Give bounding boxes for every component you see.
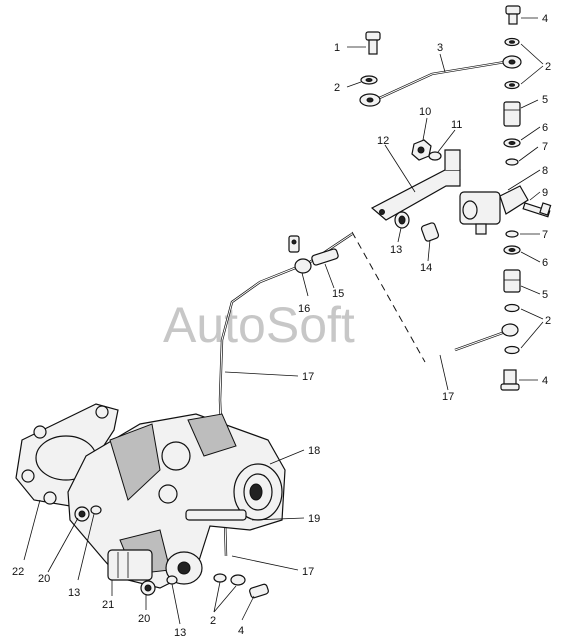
callout-labels: 1 2 3 4 2 5 6 7 8 9 10 11 12 13 14 7 6 5… [12,13,551,639]
callout-9: 9 [542,187,548,199]
washer-2 [504,303,520,355]
bolt-4 [249,583,269,599]
valve-8 [459,185,529,235]
callout-4: 4 [542,375,548,387]
washer-7 [505,158,519,166]
callout-1: 1 [334,42,340,54]
callout-2: 2 [545,315,551,327]
bolt-4 [505,5,521,25]
callout-15: 15 [332,288,344,300]
plug-14 [420,222,440,242]
pipe-3 [359,55,522,107]
callout-20: 20 [138,613,150,625]
watermark: AutoSoft [163,297,355,353]
callout-6: 6 [542,257,548,269]
callout-7: 7 [542,141,548,153]
pipe-17 [454,323,519,352]
callout-4: 4 [238,625,244,637]
callout-17: 17 [302,566,314,578]
bracket-12 [370,149,461,221]
washer-2 [360,75,378,85]
callout-2: 2 [334,82,340,94]
callout-7: 7 [542,229,548,241]
callout-12: 12 [377,135,389,147]
washer-2 [213,573,246,586]
nut-10 [411,139,432,161]
seal-ring-6 [503,138,521,148]
callout-5: 5 [542,289,548,301]
callout-18: 18 [308,445,320,457]
callout-14: 14 [420,262,432,274]
callout-11: 11 [451,119,462,131]
washer-13 [90,505,178,585]
washer-2 [504,37,520,90]
washer-7 [505,230,519,238]
screw-9 [522,202,552,218]
callout-2: 2 [545,61,551,73]
callout-21: 21 [102,599,114,611]
callout-20: 20 [38,573,50,585]
callout-13: 13 [390,244,402,256]
washer-13 [394,211,410,229]
fitting-15 [311,248,339,266]
callout-8: 8 [542,165,548,177]
adapter-5 [503,101,521,127]
adapter-5 [503,269,521,293]
bolt-1 [365,31,381,55]
callout-4: 4 [542,13,548,25]
washer-11 [428,151,442,161]
callout-6: 6 [542,122,548,134]
callout-16: 16 [298,303,310,315]
callout-10: 10 [419,106,431,118]
seal-ring-6 [503,245,521,255]
callout-19: 19 [308,513,320,525]
clamp-16 [288,235,312,274]
shaft-19 [185,509,247,521]
callout-5: 5 [542,94,548,106]
callout-22: 22 [12,566,24,578]
callout-3: 3 [437,42,443,54]
callout-2: 2 [210,615,216,627]
callout-17: 17 [442,391,454,403]
callout-13: 13 [174,627,186,639]
callout-17: 17 [302,371,314,383]
callout-13: 13 [68,587,80,599]
housing-21 [107,549,153,581]
bolt-4 [500,369,520,391]
bolt-20 [74,506,156,596]
